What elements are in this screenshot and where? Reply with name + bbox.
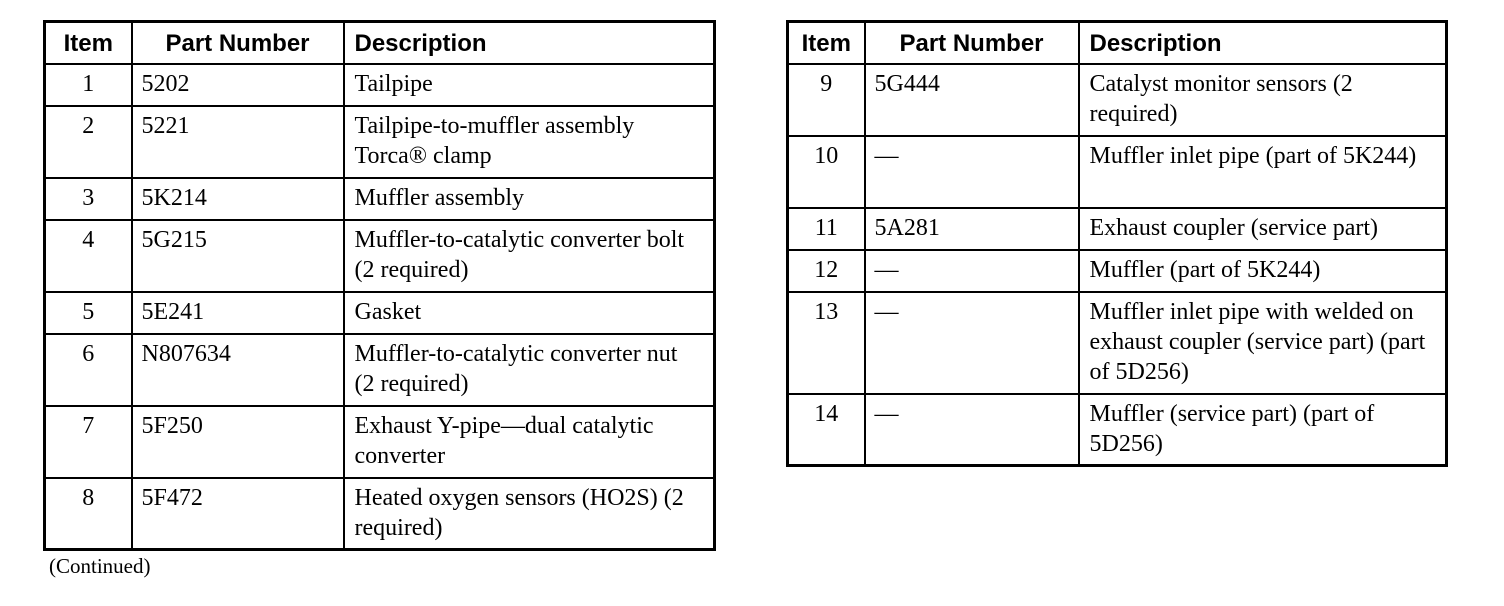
description-cell: Muffler (service part) (part of 5D256) xyxy=(1077,392,1448,467)
table-row: 11 5A281 Exhaust coupler (service part) xyxy=(786,206,1448,251)
item-cell: 6 xyxy=(43,332,133,407)
table-row: 5 5E241 Gasket xyxy=(43,290,716,335)
description-cell: Heated oxygen sensors (HO2S) (2 required… xyxy=(342,476,716,551)
col-header-part-number: Part Number xyxy=(863,20,1080,65)
item-cell: 13 xyxy=(786,290,866,395)
description-cell: Muffler (part of 5K244) xyxy=(1077,248,1448,293)
part-number-cell: — xyxy=(863,134,1080,209)
item-cell: 5 xyxy=(43,290,133,335)
part-number-cell: 5221 xyxy=(130,104,345,179)
table-header-row: Item Part Number Description xyxy=(43,20,716,65)
item-cell: 7 xyxy=(43,404,133,479)
part-number-cell: 5G444 xyxy=(863,62,1080,137)
description-cell: Muffler-to-catalytic converter nut (2 re… xyxy=(342,332,716,407)
part-number-cell: — xyxy=(863,290,1080,395)
item-cell: 14 xyxy=(786,392,866,467)
parts-table-left: Item Part Number Description 1 5202 Tail… xyxy=(43,20,716,551)
description-cell: Muffler assembly xyxy=(342,176,716,221)
col-header-part-number: Part Number xyxy=(130,20,345,65)
description-cell: Exhaust coupler (service part) xyxy=(1077,206,1448,251)
table-row: 3 5K214 Muffler assembly xyxy=(43,176,716,221)
part-number-cell: 5F250 xyxy=(130,404,345,479)
table-row: 8 5F472 Heated oxygen sensors (HO2S) (2 … xyxy=(43,476,716,551)
description-cell: Tailpipe-to-muffler assembly Torca® clam… xyxy=(342,104,716,179)
part-number-cell: 5K214 xyxy=(130,176,345,221)
description-cell: Muffler inlet pipe (part of 5K244) xyxy=(1077,134,1448,209)
description-cell: Muffler-to-catalytic converter bolt (2 r… xyxy=(342,218,716,293)
part-number-cell: 5G215 xyxy=(130,218,345,293)
item-cell: 2 xyxy=(43,104,133,179)
table-row: 14 — Muffler (service part) (part of 5D2… xyxy=(786,392,1448,467)
item-cell: 9 xyxy=(786,62,866,137)
part-number-cell: 5F472 xyxy=(130,476,345,551)
item-cell: 12 xyxy=(786,248,866,293)
table-row: 2 5221 Tailpipe-to-muffler assembly Torc… xyxy=(43,104,716,179)
part-number-cell: N807634 xyxy=(130,332,345,407)
part-number-cell: — xyxy=(863,392,1080,467)
description-cell: Catalyst monitor sensors (2 required) xyxy=(1077,62,1448,137)
item-cell: 10 xyxy=(786,134,866,209)
table-row: 6 N807634 Muffler-to-catalytic converter… xyxy=(43,332,716,407)
table-row: 9 5G444 Catalyst monitor sensors (2 requ… xyxy=(786,62,1448,137)
col-header-item: Item xyxy=(786,20,866,65)
part-number-cell: — xyxy=(863,248,1080,293)
item-cell: 11 xyxy=(786,206,866,251)
description-cell: Exhaust Y-pipe—dual catalytic converter xyxy=(342,404,716,479)
part-number-cell: 5202 xyxy=(130,62,345,107)
col-header-item: Item xyxy=(43,20,133,65)
col-header-description: Description xyxy=(1077,20,1448,65)
table-row: 10 — Muffler inlet pipe (part of 5K244) xyxy=(786,134,1448,209)
table-header-row: Item Part Number Description xyxy=(786,20,1448,65)
item-cell: 3 xyxy=(43,176,133,221)
description-cell: Tailpipe xyxy=(342,62,716,107)
item-cell: 1 xyxy=(43,62,133,107)
table-row: 7 5F250 Exhaust Y-pipe—dual catalytic co… xyxy=(43,404,716,479)
table-row: 4 5G215 Muffler-to-catalytic converter b… xyxy=(43,218,716,293)
col-header-description: Description xyxy=(342,20,716,65)
table-row: 13 — Muffler inlet pipe with welded on e… xyxy=(786,290,1448,395)
item-cell: 8 xyxy=(43,476,133,551)
part-number-cell: 5A281 xyxy=(863,206,1080,251)
description-cell: Muffler inlet pipe with welded on exhaus… xyxy=(1077,290,1448,395)
parts-table-right: Item Part Number Description 9 5G444 Cat… xyxy=(786,20,1448,467)
item-cell: 4 xyxy=(43,218,133,293)
continued-note: (Continued) xyxy=(49,554,151,578)
part-number-cell: 5E241 xyxy=(130,290,345,335)
description-cell: Gasket xyxy=(342,290,716,335)
table-row: 12 — Muffler (part of 5K244) xyxy=(786,248,1448,293)
table-row: 1 5202 Tailpipe xyxy=(43,62,716,107)
